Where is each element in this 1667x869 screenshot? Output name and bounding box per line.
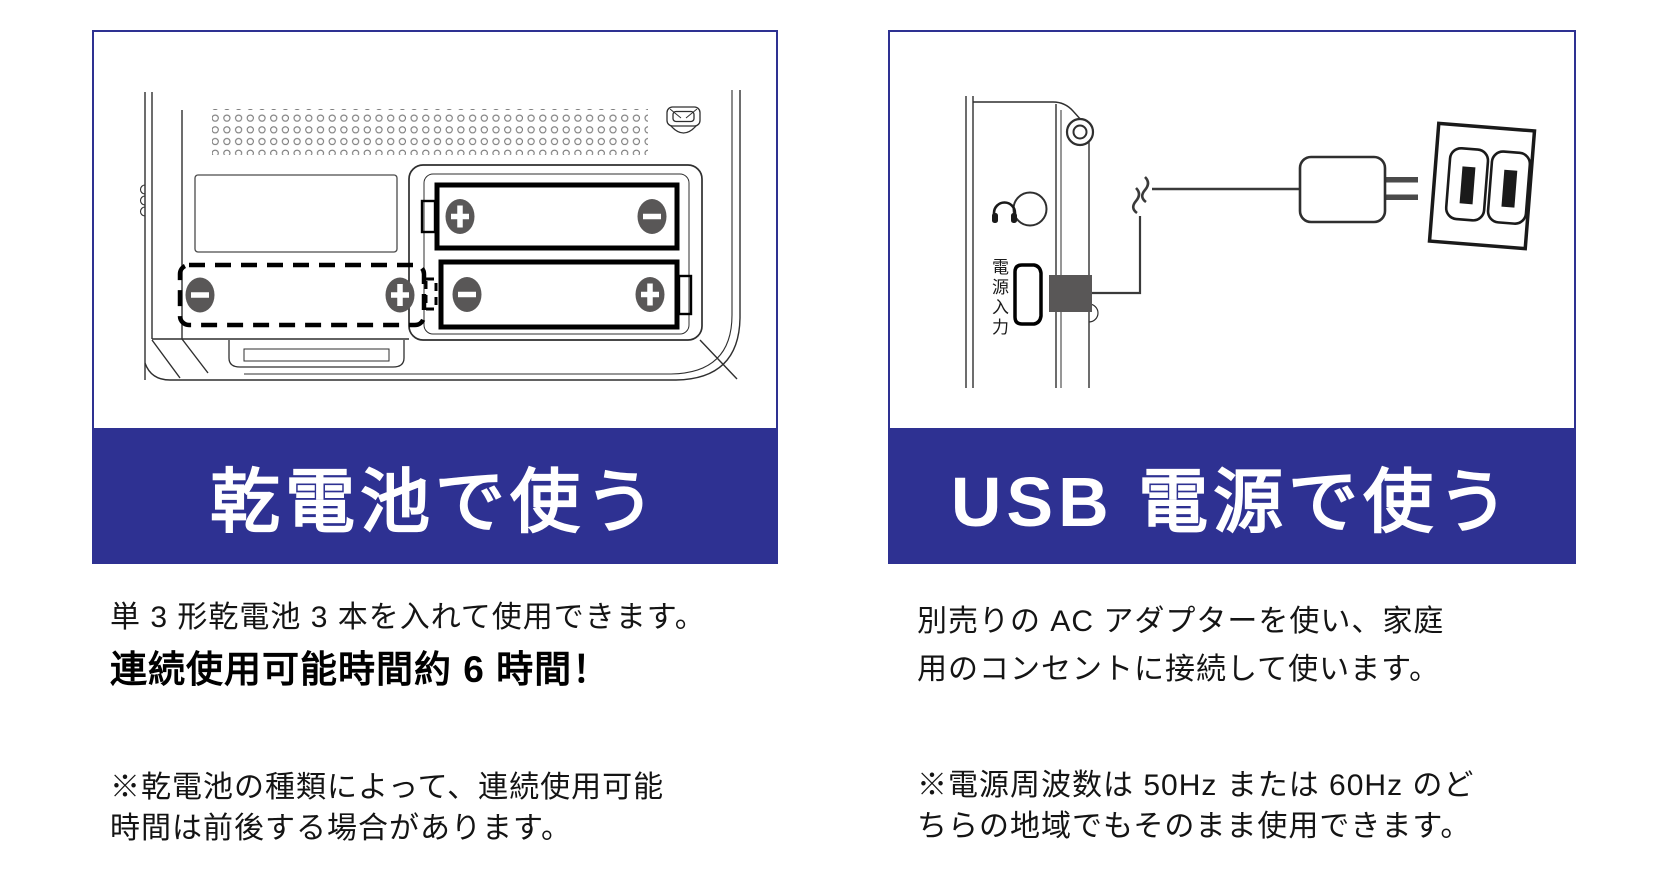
battery-banner-title: 乾電池で使う xyxy=(210,462,660,541)
battery-highlight: 連続使用可能時間約 6 時間！ xyxy=(110,649,611,690)
power-input-port-label: 電源入力 xyxy=(989,258,1008,338)
battery-outline-dashed xyxy=(177,262,438,328)
speaker-grille xyxy=(212,109,648,155)
outlet-slot xyxy=(1501,169,1518,208)
battery-compartment-inner xyxy=(423,173,690,335)
ac-adapter xyxy=(1298,155,1418,224)
usb-cable xyxy=(1092,176,1300,295)
device-back-illustration xyxy=(139,90,741,381)
outlet-slot xyxy=(1459,166,1476,205)
adapter-prong xyxy=(1385,194,1418,200)
empty-battery-slot xyxy=(194,174,398,253)
usb-description: 別売りの AC アダプターを使い、家庭 用のコンセントに接続して使います。 xyxy=(917,598,1576,694)
usb-plug xyxy=(1049,275,1092,312)
device-body-outline xyxy=(139,90,741,381)
usb-banner-title: USB 電源で使う xyxy=(950,462,1514,541)
battery-note: ※乾電池の種類によって、連続使用可能 時間は前後する場合があります。 xyxy=(110,767,778,849)
usb-power-section: 電源入力 USB 電源で使う 別売りの AC アダプターを使い、家庭 用のコンセ… xyxy=(888,30,1576,847)
adapter-prong xyxy=(1385,177,1418,183)
battery-1 xyxy=(420,182,680,251)
battery-2 xyxy=(438,259,693,330)
hanger-hook xyxy=(666,106,701,134)
battery-banner: 乾電池で使う xyxy=(92,428,778,564)
antenna-knob xyxy=(1065,117,1095,147)
battery-note-line-2: 時間は前後する場合があります。 xyxy=(110,812,572,845)
headphone-jack xyxy=(1012,191,1048,227)
usb-note-line-2: ちらの地域でもそのまま使用できます。 xyxy=(917,810,1472,843)
usb-description-line-2: 用のコンセントに接続して使います。 xyxy=(917,653,1441,686)
battery-section: 乾電池で使う 単 3 形乾電池 3 本を入れて使用できます。 連続使用可能時間約… xyxy=(92,30,778,849)
usb-note-line-1: ※電源周波数は 50Hz または 60Hz のど xyxy=(917,769,1475,802)
battery-illustration-box xyxy=(92,30,778,428)
usb-description-line-1: 別売りの AC アダプターを使い、家庭 xyxy=(917,605,1445,638)
battery-note-line-1: ※乾電池の種類によって、連続使用可能 xyxy=(110,771,665,804)
battery-description: 単 3 形乾電池 3 本を入れて使用できます。 xyxy=(110,601,706,634)
wall-outlet xyxy=(1427,121,1537,251)
cover-latch xyxy=(228,340,405,368)
usb-illustration-box: 電源入力 xyxy=(888,30,1576,428)
usb-port xyxy=(1013,263,1043,326)
outlet-socket xyxy=(1486,150,1532,225)
usb-banner: USB 電源で使う xyxy=(888,428,1576,564)
usb-note: ※電源周波数は 50Hz または 60Hz のど ちらの地域でもそのまま使用でき… xyxy=(917,765,1576,847)
battery-compartment xyxy=(408,164,703,341)
headphone-icon xyxy=(992,201,1017,223)
outlet-socket xyxy=(1444,146,1490,222)
usb-power-illustration xyxy=(965,96,1537,388)
